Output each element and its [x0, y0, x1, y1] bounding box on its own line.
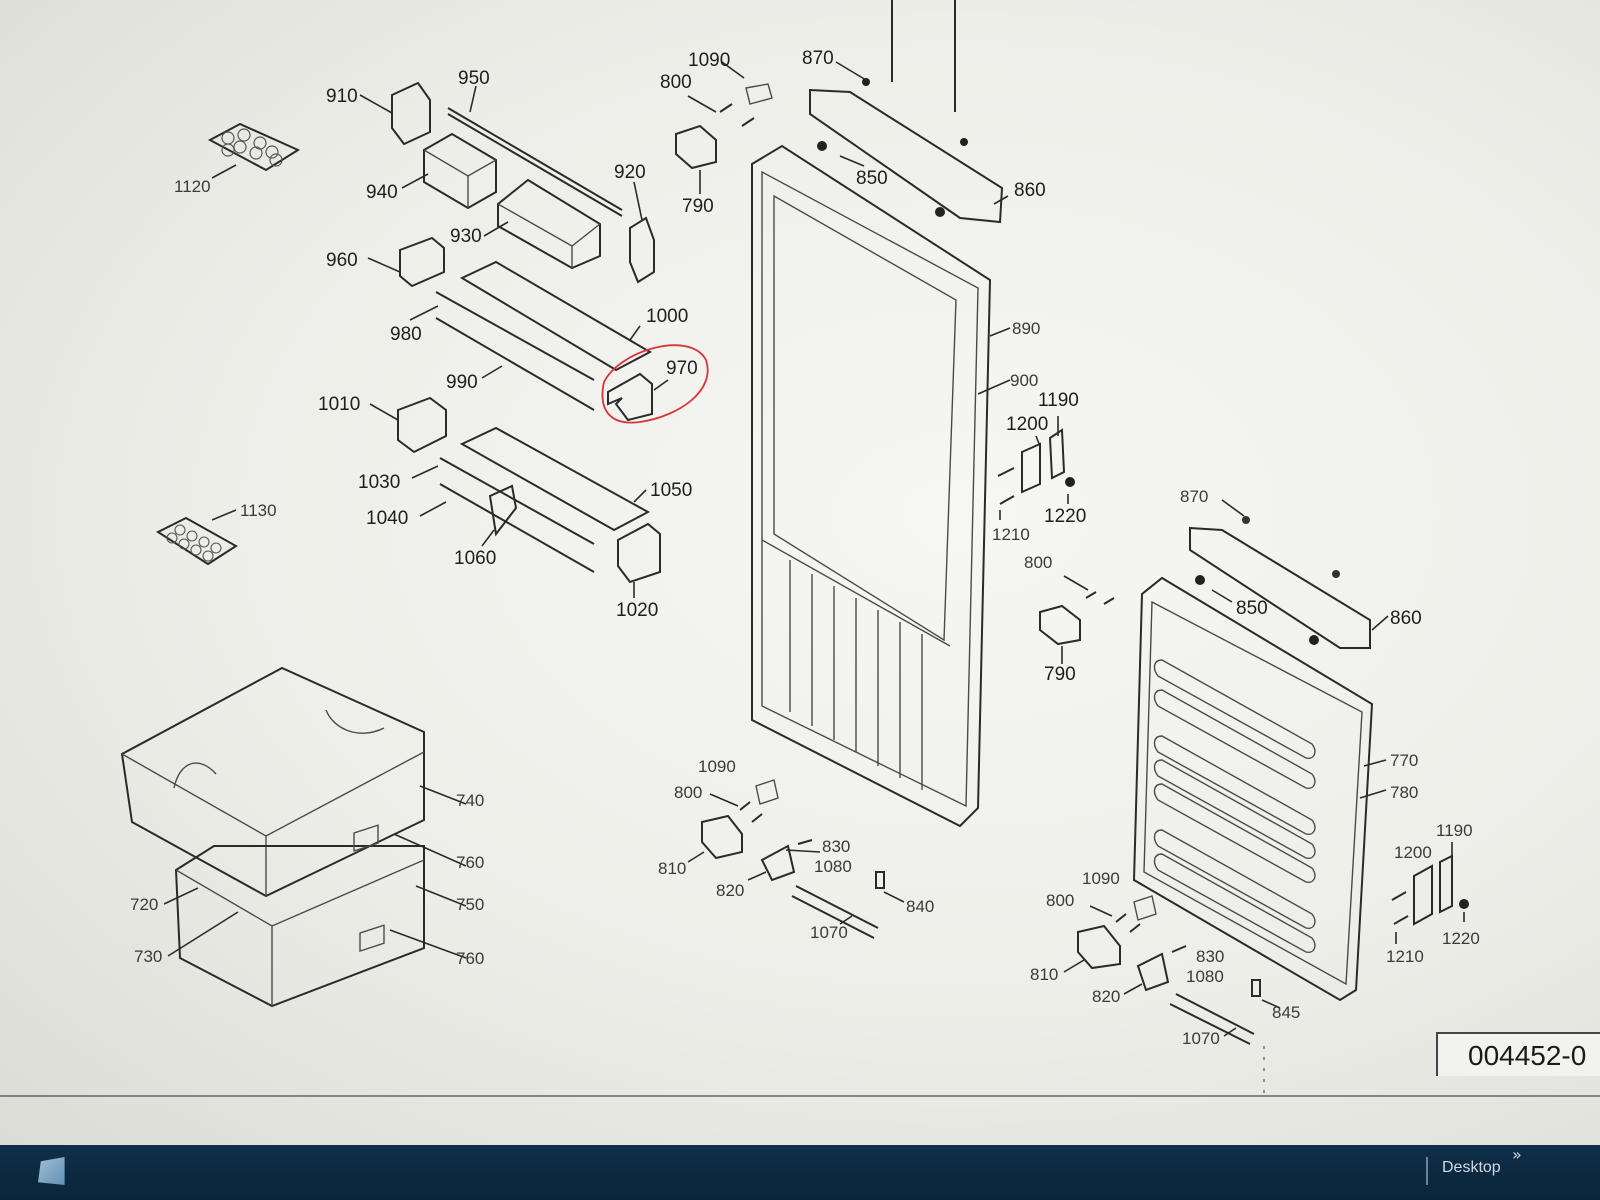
label-1060: 1060: [454, 548, 496, 569]
label-1220-top: 1220: [1044, 506, 1086, 527]
label-850-right: 850: [1236, 598, 1268, 619]
label-1190-top: 1190: [1038, 390, 1079, 411]
label-1190-right: 1190: [1436, 821, 1473, 840]
document-number: 004452-0: [1436, 1032, 1600, 1076]
label-1020: 1020: [616, 600, 658, 621]
label-1210-top: 1210: [992, 525, 1030, 544]
label-845: 845: [1272, 1003, 1300, 1022]
label-800-mid: 800: [674, 783, 702, 802]
start-button[interactable]: [38, 1157, 65, 1185]
label-1040: 1040: [366, 508, 408, 529]
label-800-right: 800: [1024, 553, 1052, 572]
label-900: 900: [1010, 371, 1038, 390]
label-1010: 1010: [318, 394, 360, 415]
label-750: 750: [456, 895, 484, 914]
label-730: 730: [134, 947, 162, 966]
label-1050: 1050: [650, 480, 692, 501]
label-1200-top: 1200: [1006, 414, 1048, 435]
label-1200-right: 1200: [1394, 843, 1432, 862]
label-1090-mid: 1090: [698, 757, 736, 776]
label-840: 840: [906, 897, 934, 916]
label-790-right: 790: [1044, 664, 1076, 685]
label-780: 780: [1390, 783, 1418, 802]
label-1000: 1000: [646, 306, 688, 327]
label-1090-right: 1090: [1082, 869, 1120, 888]
desktop-toolbar-label[interactable]: Desktop: [1442, 1159, 1501, 1176]
label-940: 940: [366, 182, 398, 203]
label-890: 890: [1012, 319, 1040, 338]
crisper-drawers: [120, 666, 425, 1008]
label-990: 990: [446, 372, 478, 393]
highlight-circle: [601, 344, 709, 424]
label-1210-right: 1210: [1386, 947, 1424, 966]
label-1030: 1030: [358, 472, 400, 493]
label-760-top: 760: [456, 853, 484, 872]
label-850-top: 850: [856, 168, 888, 189]
label-830-right: 830: [1196, 947, 1224, 966]
label-1220-right: 1220: [1442, 929, 1480, 948]
label-1080-right: 1080: [1186, 967, 1224, 986]
taskbar: Desktop »: [0, 1145, 1600, 1200]
label-760-bottom: 760: [456, 949, 484, 968]
label-800-low: 800: [1046, 891, 1074, 910]
egg-tray-1130: [155, 516, 238, 566]
label-970: 970: [666, 358, 698, 379]
label-770: 770: [1390, 751, 1418, 770]
chevron-right-icon[interactable]: »: [1512, 1145, 1522, 1164]
label-920: 920: [614, 162, 646, 183]
exploded-parts-diagram: 1120 910 950 940 930 920 960 980 1000 99…: [0, 0, 1600, 1100]
label-1070-right: 1070: [1182, 1029, 1220, 1048]
label-1080-mid: 1080: [814, 857, 852, 876]
taskbar-separator: [1426, 1157, 1428, 1185]
label-800-top: 800: [660, 72, 692, 93]
label-930: 930: [450, 226, 482, 247]
label-960: 960: [326, 250, 358, 271]
label-910: 910: [326, 86, 358, 107]
label-870-top: 870: [802, 48, 834, 69]
label-810-mid: 810: [658, 859, 686, 878]
label-830-mid: 830: [822, 837, 850, 856]
label-720: 720: [130, 895, 158, 914]
label-740: 740: [456, 791, 484, 810]
label-1070-mid: 1070: [810, 923, 848, 942]
screen: 1120 910 950 940 930 920 960 980 1000 99…: [0, 0, 1600, 1145]
label-860-right: 860: [1390, 608, 1422, 629]
label-870-right: 870: [1180, 487, 1208, 506]
label-980: 980: [390, 324, 422, 345]
label-1130: 1130: [240, 501, 277, 520]
fridge-door: [751, 144, 992, 828]
label-820-mid: 820: [716, 881, 744, 900]
label-820-right: 820: [1092, 987, 1120, 1006]
label-810-right: 810: [1030, 965, 1058, 984]
label-1120: 1120: [174, 177, 211, 196]
label-1090-top: 1090: [688, 50, 730, 71]
freezer-door: [1132, 576, 1374, 1002]
label-860-top: 860: [1014, 180, 1046, 201]
label-790-top: 790: [682, 196, 714, 217]
egg-tray-1120: [207, 122, 301, 172]
label-950: 950: [458, 68, 490, 89]
